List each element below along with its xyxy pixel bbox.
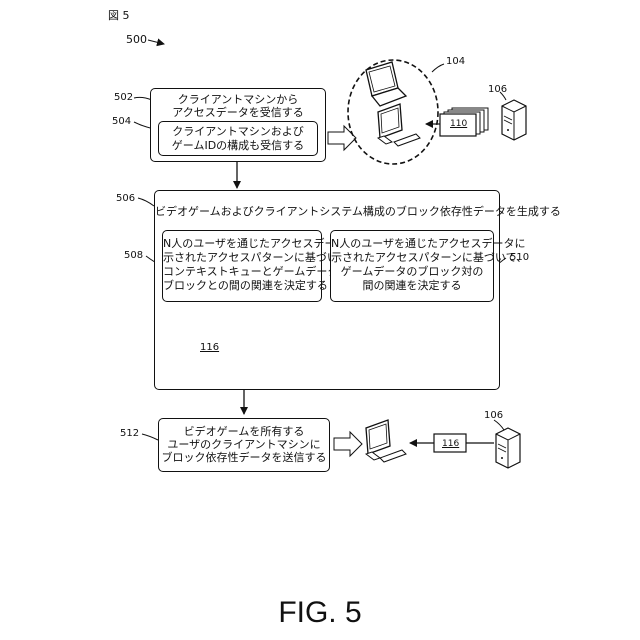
step-512-line-2: ユーザのクライアントマシンに <box>159 438 329 451</box>
ref-504: 504 <box>112 116 131 128</box>
ref-106-top: 106 <box>488 84 507 96</box>
step-504-line-1: クライアントマシンおよび <box>159 125 317 138</box>
server-bottom-icon <box>496 428 520 468</box>
step-508-line-2: 示されたアクセスパターンに基づいて、 <box>163 251 321 264</box>
ref-510: 510 <box>510 252 529 264</box>
desktop-bottom-icon <box>366 420 406 462</box>
server-top-icon <box>502 100 526 140</box>
ref-110: 110 <box>450 118 467 130</box>
step-510-line-1: N人のユーザを通じたアクセスデータに <box>331 237 493 250</box>
ref-104: 104 <box>446 56 465 68</box>
step-512-line-3: ブロック依存性データを送信する <box>159 451 329 464</box>
step-504-line-2: ゲームIDの構成も受信する <box>159 139 317 152</box>
ref-506: 506 <box>116 193 135 205</box>
step-510-line-3: ゲームデータのブロック対の <box>331 265 493 278</box>
ref-116-packet: 116 <box>442 438 459 450</box>
ref-502: 502 <box>114 92 133 104</box>
step-508-line-3: コンテキストキューとゲームデータの <box>163 265 321 278</box>
laptop-icon <box>366 62 406 106</box>
step-502-line-1: クライアントマシンから <box>151 93 325 106</box>
desktop-top-icon <box>378 104 420 146</box>
leader-512 <box>142 434 158 440</box>
ref-508: 508 <box>124 250 143 262</box>
step-512-line-1: ビデオゲームを所有する <box>159 425 329 438</box>
step-508-line-4: ブロックとの間の関連を決定する <box>163 279 321 292</box>
step-506-text: ビデオゲームおよびクライアントシステム構成のブロック依存性データを生成する <box>155 205 499 218</box>
step-510-line-4: 間の関連を決定する <box>331 279 493 292</box>
step-508-line-1: N人のユーザを通じたアクセスデータに <box>163 237 321 250</box>
ref-512: 512 <box>120 428 139 440</box>
step-510-line-2: 示されたアクセスパターンに基づいて、 <box>331 251 493 264</box>
ref-106-bottom: 106 <box>484 410 503 422</box>
leader-506 <box>138 198 154 206</box>
step-502-line-2: アクセスデータを受信する <box>151 106 325 119</box>
hollow-arrow-to-client <box>334 432 362 456</box>
diagram-ref-arrow <box>148 40 164 44</box>
step-510-box: N人のユーザを通じたアクセスデータに 示されたアクセスパターンに基づいて、 ゲー… <box>330 230 494 302</box>
step-508-box: N人のユーザを通じたアクセスデータに 示されたアクセスパターンに基づいて、 コン… <box>162 230 322 302</box>
figure-caption: FIG. 5 <box>0 596 640 630</box>
ref-116-tree: 116 <box>200 342 219 354</box>
hollow-arrow-to-clients <box>328 126 356 150</box>
leader-104 <box>432 64 444 72</box>
step-512-box: ビデオゲームを所有する ユーザのクライアントマシンに ブロック依存性データを送信… <box>158 418 330 472</box>
step-504-box: クライアントマシンおよび ゲームIDの構成も受信する <box>158 121 318 156</box>
